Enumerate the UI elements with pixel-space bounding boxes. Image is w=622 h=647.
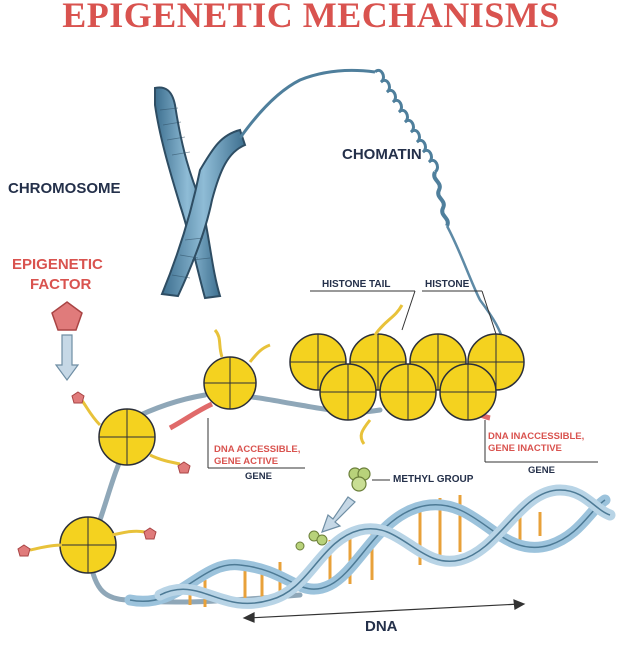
histone-cluster [289,304,525,445]
leader-lines [207,290,598,481]
epigenetic-factor-icon [51,301,83,331]
dna-label: DNA [365,618,398,635]
histone-label: HISTONE [425,279,470,290]
chromosome [154,86,247,300]
methyl-group-label: METHYL GROUP [393,474,474,485]
nucleosome-open-3 [29,516,146,574]
gene-label-right: GENE [528,465,555,476]
dna-inaccessible-label-line2: GENE INACTIVE [488,443,562,454]
methyl-arrow [321,496,356,533]
dna-length-arrow [242,599,526,623]
nucleosome-open-1 [203,329,271,410]
page-title: EPIGENETIC MECHANISMS [62,0,560,35]
epigenetic-factor-marks [17,391,191,557]
dna-inaccessible-label-line1: DNA INACCESSIBLE, [488,431,585,442]
methyl-group-icon [348,467,371,492]
dna-accessible-label-line2: GENE ACTIVE [214,456,279,467]
chromatin-coil [238,68,507,346]
nucleosome-open-2 [78,397,181,466]
chromatin-label: CHOMATIN [342,146,422,163]
dna-accessible-label-line1: DNA ACCESSIBLE, [214,444,301,455]
factor-arrow [54,334,80,382]
epigenetic-factor-label-line2: FACTOR [30,276,92,293]
dna-helix [124,484,616,609]
epigenetic-factor-label-line1: EPIGENETIC [12,256,103,273]
gene-label-left: GENE [245,471,272,482]
chromosome-label: CHROMOSOME [8,180,121,197]
histone-tail-label: HISTONE TAIL [322,279,391,290]
methyl-marks [295,530,328,551]
accessible-dna-segment [168,401,214,431]
